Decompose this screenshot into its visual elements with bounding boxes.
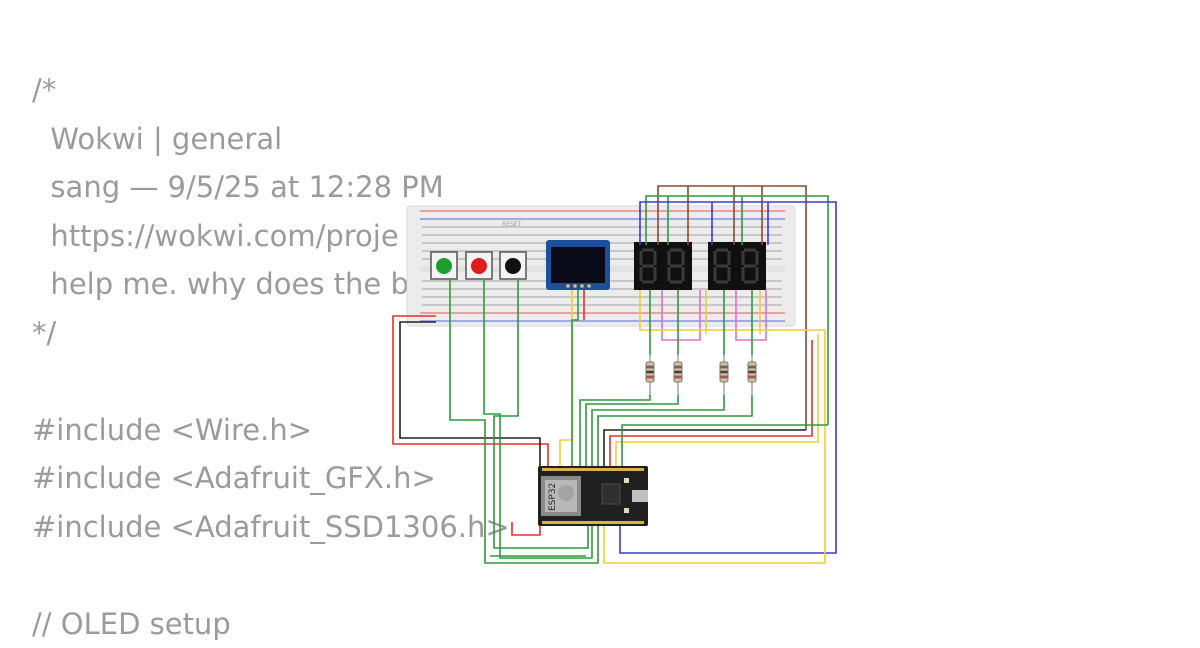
seven-segment-display-right — [708, 242, 766, 290]
pushbutton-green[interactable] — [431, 252, 457, 279]
breadboard-label: RESET — [502, 221, 522, 228]
seven-segment-display-left — [634, 242, 692, 290]
circuit-diagram: RESET — [0, 0, 1200, 630]
oled-display[interactable] — [546, 240, 610, 290]
resistor — [646, 355, 756, 395]
pushbutton-black[interactable] — [500, 252, 526, 279]
esp32-label: ESP32 — [548, 483, 558, 511]
pushbutton-red[interactable] — [466, 252, 492, 279]
esp32-board[interactable]: ESP32 — [538, 466, 648, 526]
